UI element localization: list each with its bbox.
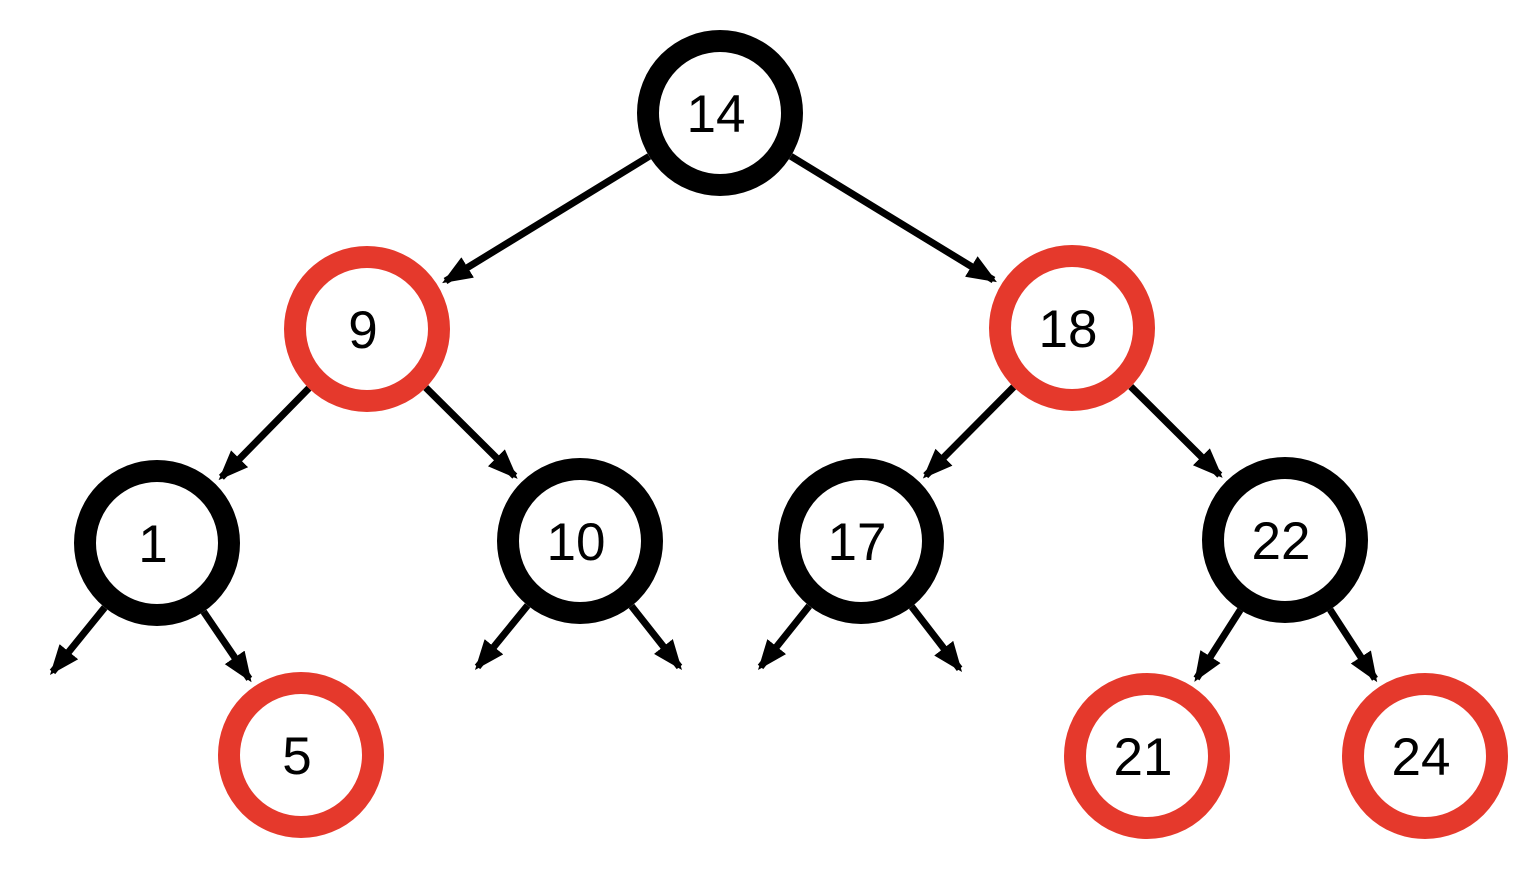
- node-ring-red: [989, 245, 1155, 411]
- tree-edge-14-18: [788, 153, 997, 283]
- node-label: 5: [282, 727, 311, 786]
- node-ring-black: [1202, 457, 1368, 623]
- tree-edge-1-5: [200, 609, 253, 683]
- node-ring-red: [284, 246, 450, 412]
- node-label: 22: [1252, 512, 1311, 571]
- node-ring-black: [74, 460, 240, 626]
- node-ring-black: [497, 458, 663, 624]
- node-ring-black: [637, 30, 803, 196]
- node-ring-black: [778, 458, 944, 624]
- tree-node-17: 17: [778, 458, 944, 624]
- node-label: 18: [1039, 300, 1098, 359]
- tree-node-22: 22: [1202, 457, 1368, 623]
- tree-node-5: 5: [218, 672, 384, 838]
- node-label: 24: [1392, 728, 1451, 787]
- tree-node-1: 1: [74, 460, 240, 626]
- tree-node-14: 14: [637, 30, 803, 196]
- tree-edge-22-24: [1327, 607, 1378, 683]
- tree-nil-edge-from-10: [628, 603, 683, 671]
- tree-edge-22-21: [1193, 608, 1244, 682]
- node-label: 9: [348, 301, 377, 360]
- tree-node-18: 18: [989, 245, 1155, 411]
- tree-nil-edge-from-17: [757, 603, 812, 671]
- tree-edge-9-10: [423, 385, 518, 479]
- tree-node-10: 10: [497, 458, 663, 624]
- tree-edge-18-22: [1128, 384, 1223, 478]
- tree-nil-edge-from-1: [49, 605, 108, 676]
- node-label: 21: [1114, 728, 1173, 787]
- tree-edge-14-9: [442, 153, 652, 284]
- node-ring-red: [1342, 673, 1508, 839]
- node-label: 10: [547, 513, 606, 572]
- node-label: 14: [687, 85, 746, 144]
- node-label: 1: [138, 515, 167, 574]
- tree-node-21: 21: [1064, 673, 1230, 839]
- tree-nil-edge-from-17: [908, 604, 963, 672]
- tree-node-9: 9: [284, 246, 450, 412]
- node-ring-red: [218, 672, 384, 838]
- tree-nil-edge-from-10: [474, 603, 531, 671]
- node-ring-red: [1064, 673, 1230, 839]
- tree-edge-9-1: [218, 385, 312, 481]
- tree-node-24: 24: [1342, 673, 1508, 839]
- tree-edge-18-17: [922, 384, 1017, 479]
- node-label: 17: [828, 513, 887, 572]
